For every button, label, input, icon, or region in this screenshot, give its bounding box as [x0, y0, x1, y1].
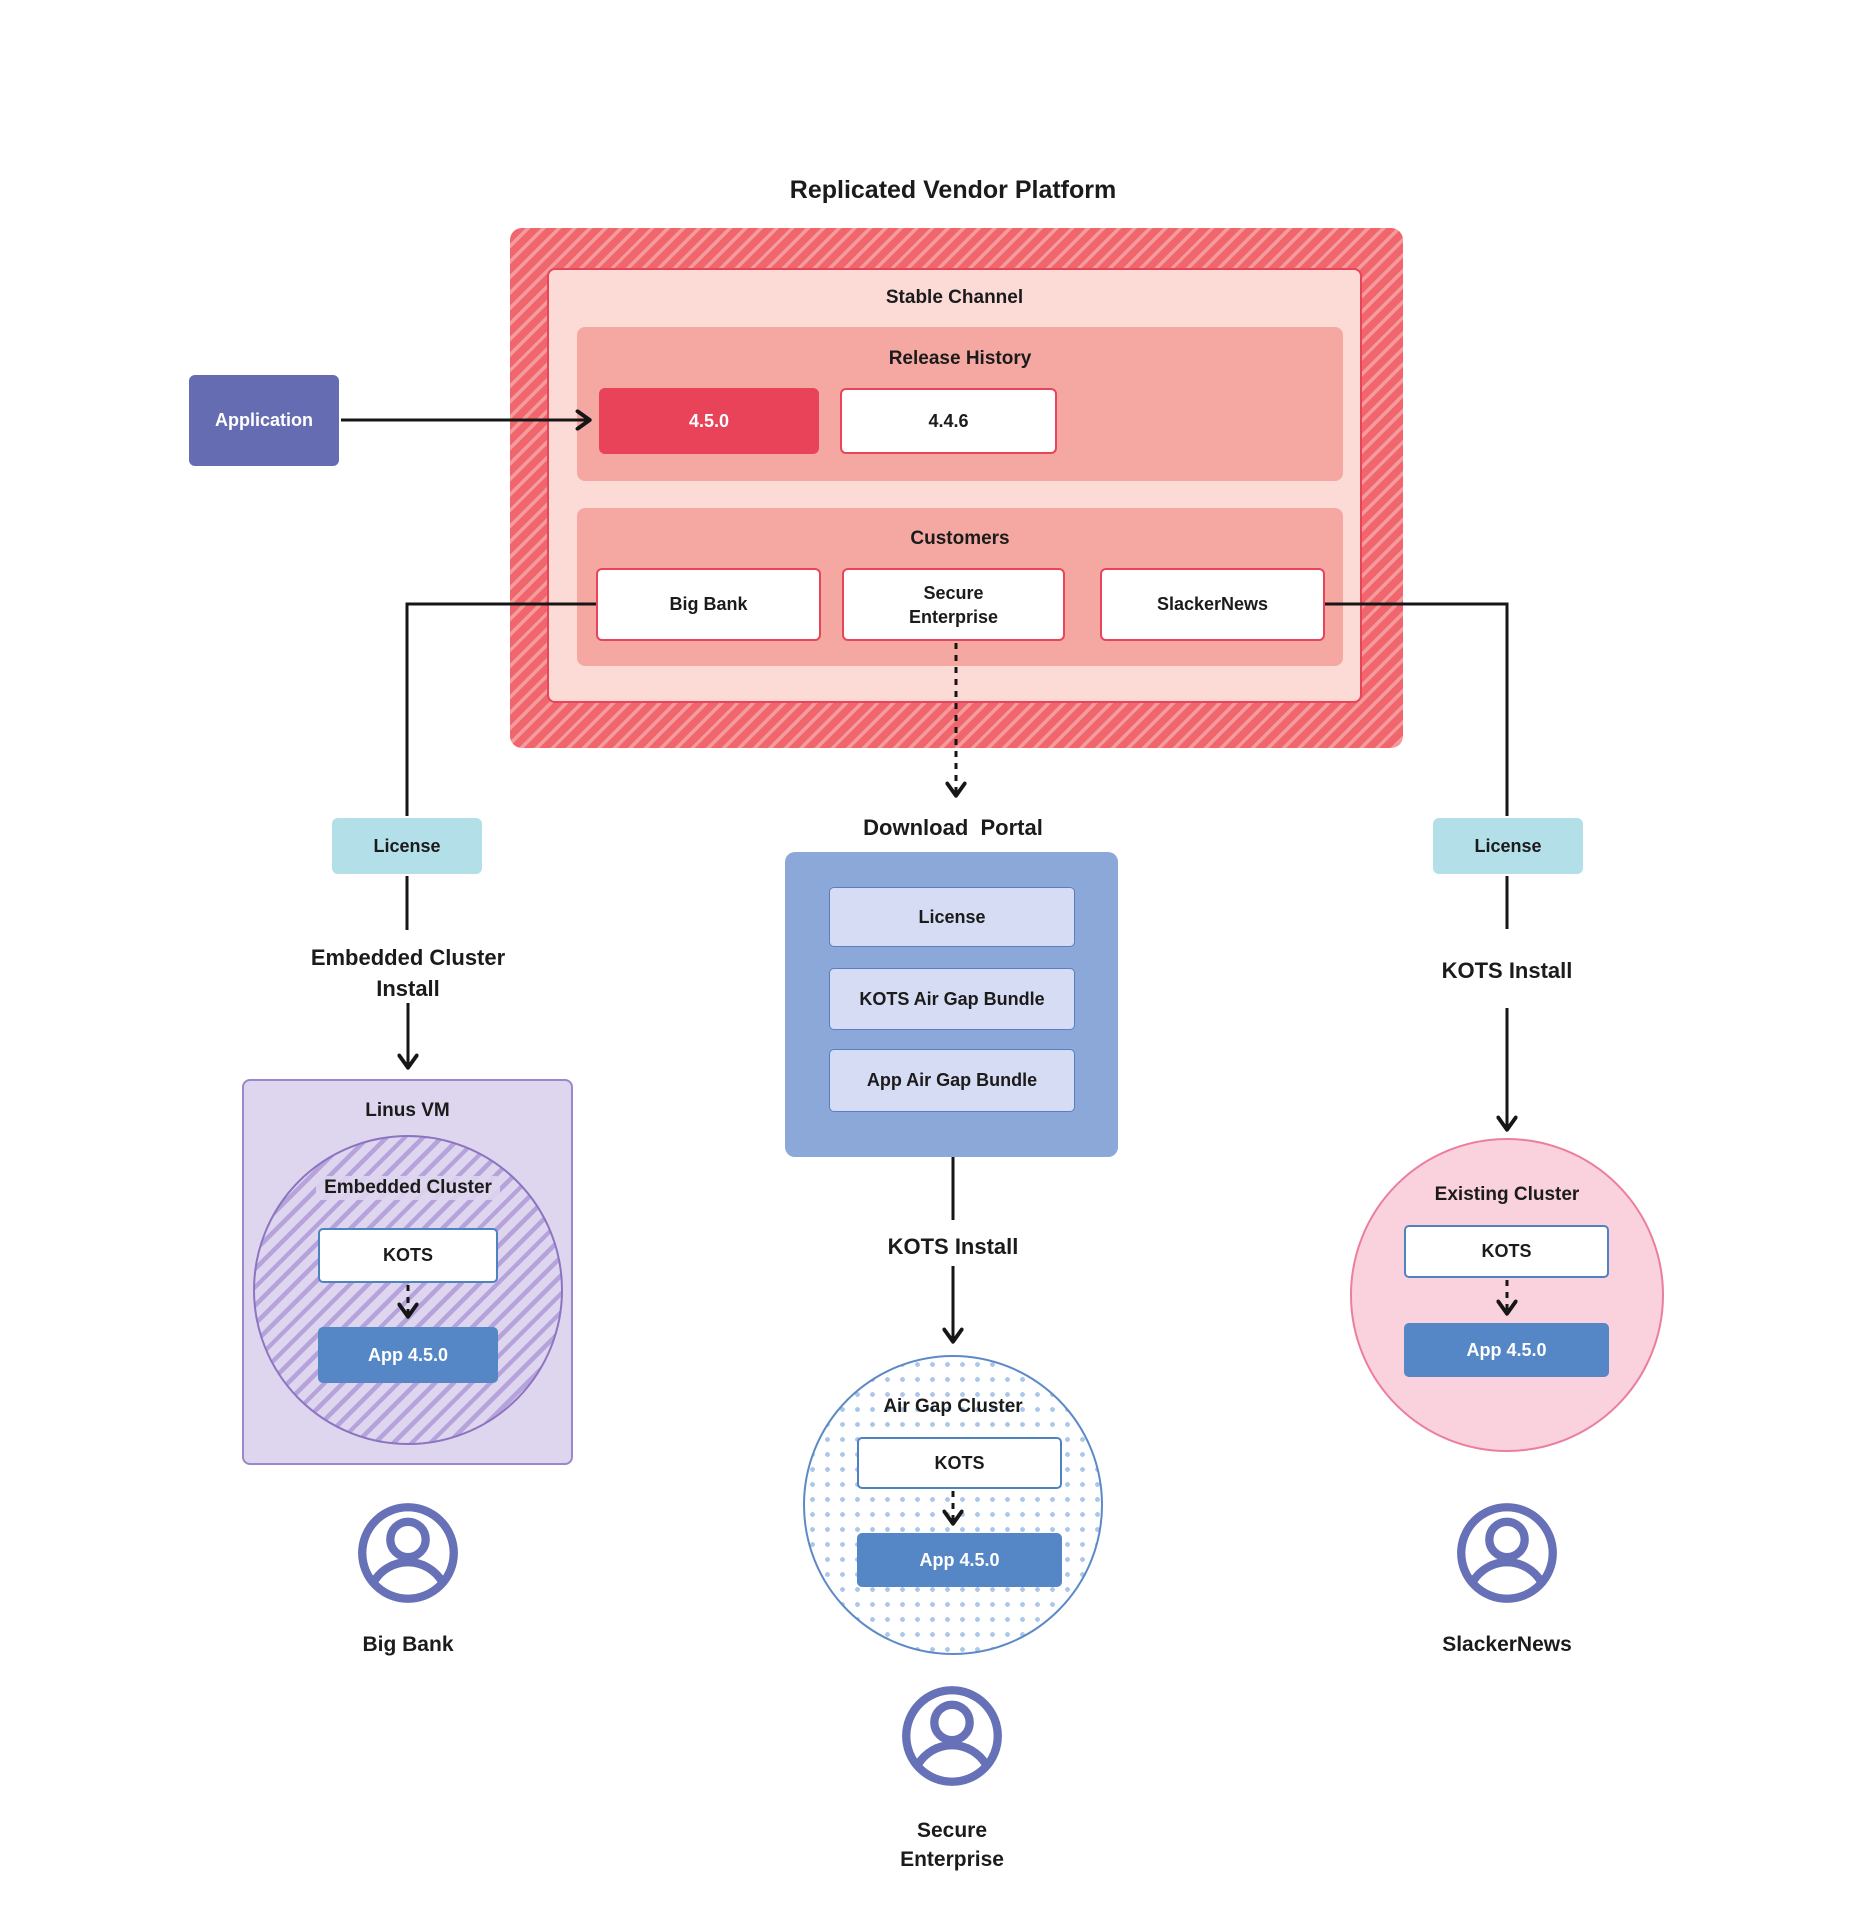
- customers-label: Customers: [910, 528, 1010, 549]
- kots-box-existing: KOTS: [1404, 1225, 1609, 1278]
- customer-secure-enterprise-box: Secure Enterprise: [842, 568, 1065, 641]
- release-version-box-previous: 4.4.6: [840, 388, 1057, 454]
- app-box-airgap: App 4.5.0: [857, 1533, 1062, 1587]
- customer-slackernews-box: SlackerNews: [1100, 568, 1325, 641]
- license-left-box: License: [332, 818, 482, 874]
- download-portal-label: Download Portal: [863, 815, 1043, 840]
- secure-enterprise-user-icon: [902, 1686, 1002, 1786]
- linus-vm-label: Linus VM: [365, 1100, 450, 1121]
- kots-box-embedded: KOTS: [318, 1228, 498, 1283]
- embedded-cluster-install-label: Embedded Cluster Install: [310, 945, 506, 1001]
- big-bank-user-label: Big Bank: [362, 1633, 454, 1656]
- app-box-embedded: App 4.5.0: [318, 1327, 498, 1383]
- customer-big-bank-box: Big Bank: [596, 568, 821, 641]
- diagram-title: Replicated Vendor Platform: [789, 176, 1117, 204]
- kots-install-right-label: KOTS Install: [1441, 958, 1573, 983]
- release-version-box-current: 4.5.0: [599, 388, 819, 454]
- big-bank-user-icon: [358, 1503, 458, 1603]
- application-box: Application: [189, 375, 339, 466]
- secure-enterprise-user-label: Secure Enterprise: [900, 1819, 1004, 1871]
- slackernews-user-icon: [1457, 1503, 1557, 1603]
- embedded-cluster-label: Embedded Cluster: [253, 1176, 563, 1200]
- release-history-label: Release History: [888, 348, 1032, 369]
- air-gap-cluster-label: Air Gap Cluster: [883, 1396, 1023, 1417]
- slackernews-user-label: SlackerNews: [1442, 1633, 1572, 1656]
- license-right-box: License: [1433, 818, 1583, 874]
- existing-cluster-label: Existing Cluster: [1434, 1184, 1580, 1205]
- kots-box-airgap: KOTS: [857, 1437, 1062, 1489]
- portal-app-bundle-box: App Air Gap Bundle: [829, 1049, 1075, 1112]
- app-box-existing: App 4.5.0: [1404, 1323, 1609, 1377]
- kots-install-middle-label: KOTS Install: [887, 1234, 1019, 1259]
- portal-kots-bundle-box: KOTS Air Gap Bundle: [829, 968, 1075, 1030]
- stable-channel-label: Stable Channel: [885, 287, 1024, 308]
- portal-license-box: License: [829, 887, 1075, 947]
